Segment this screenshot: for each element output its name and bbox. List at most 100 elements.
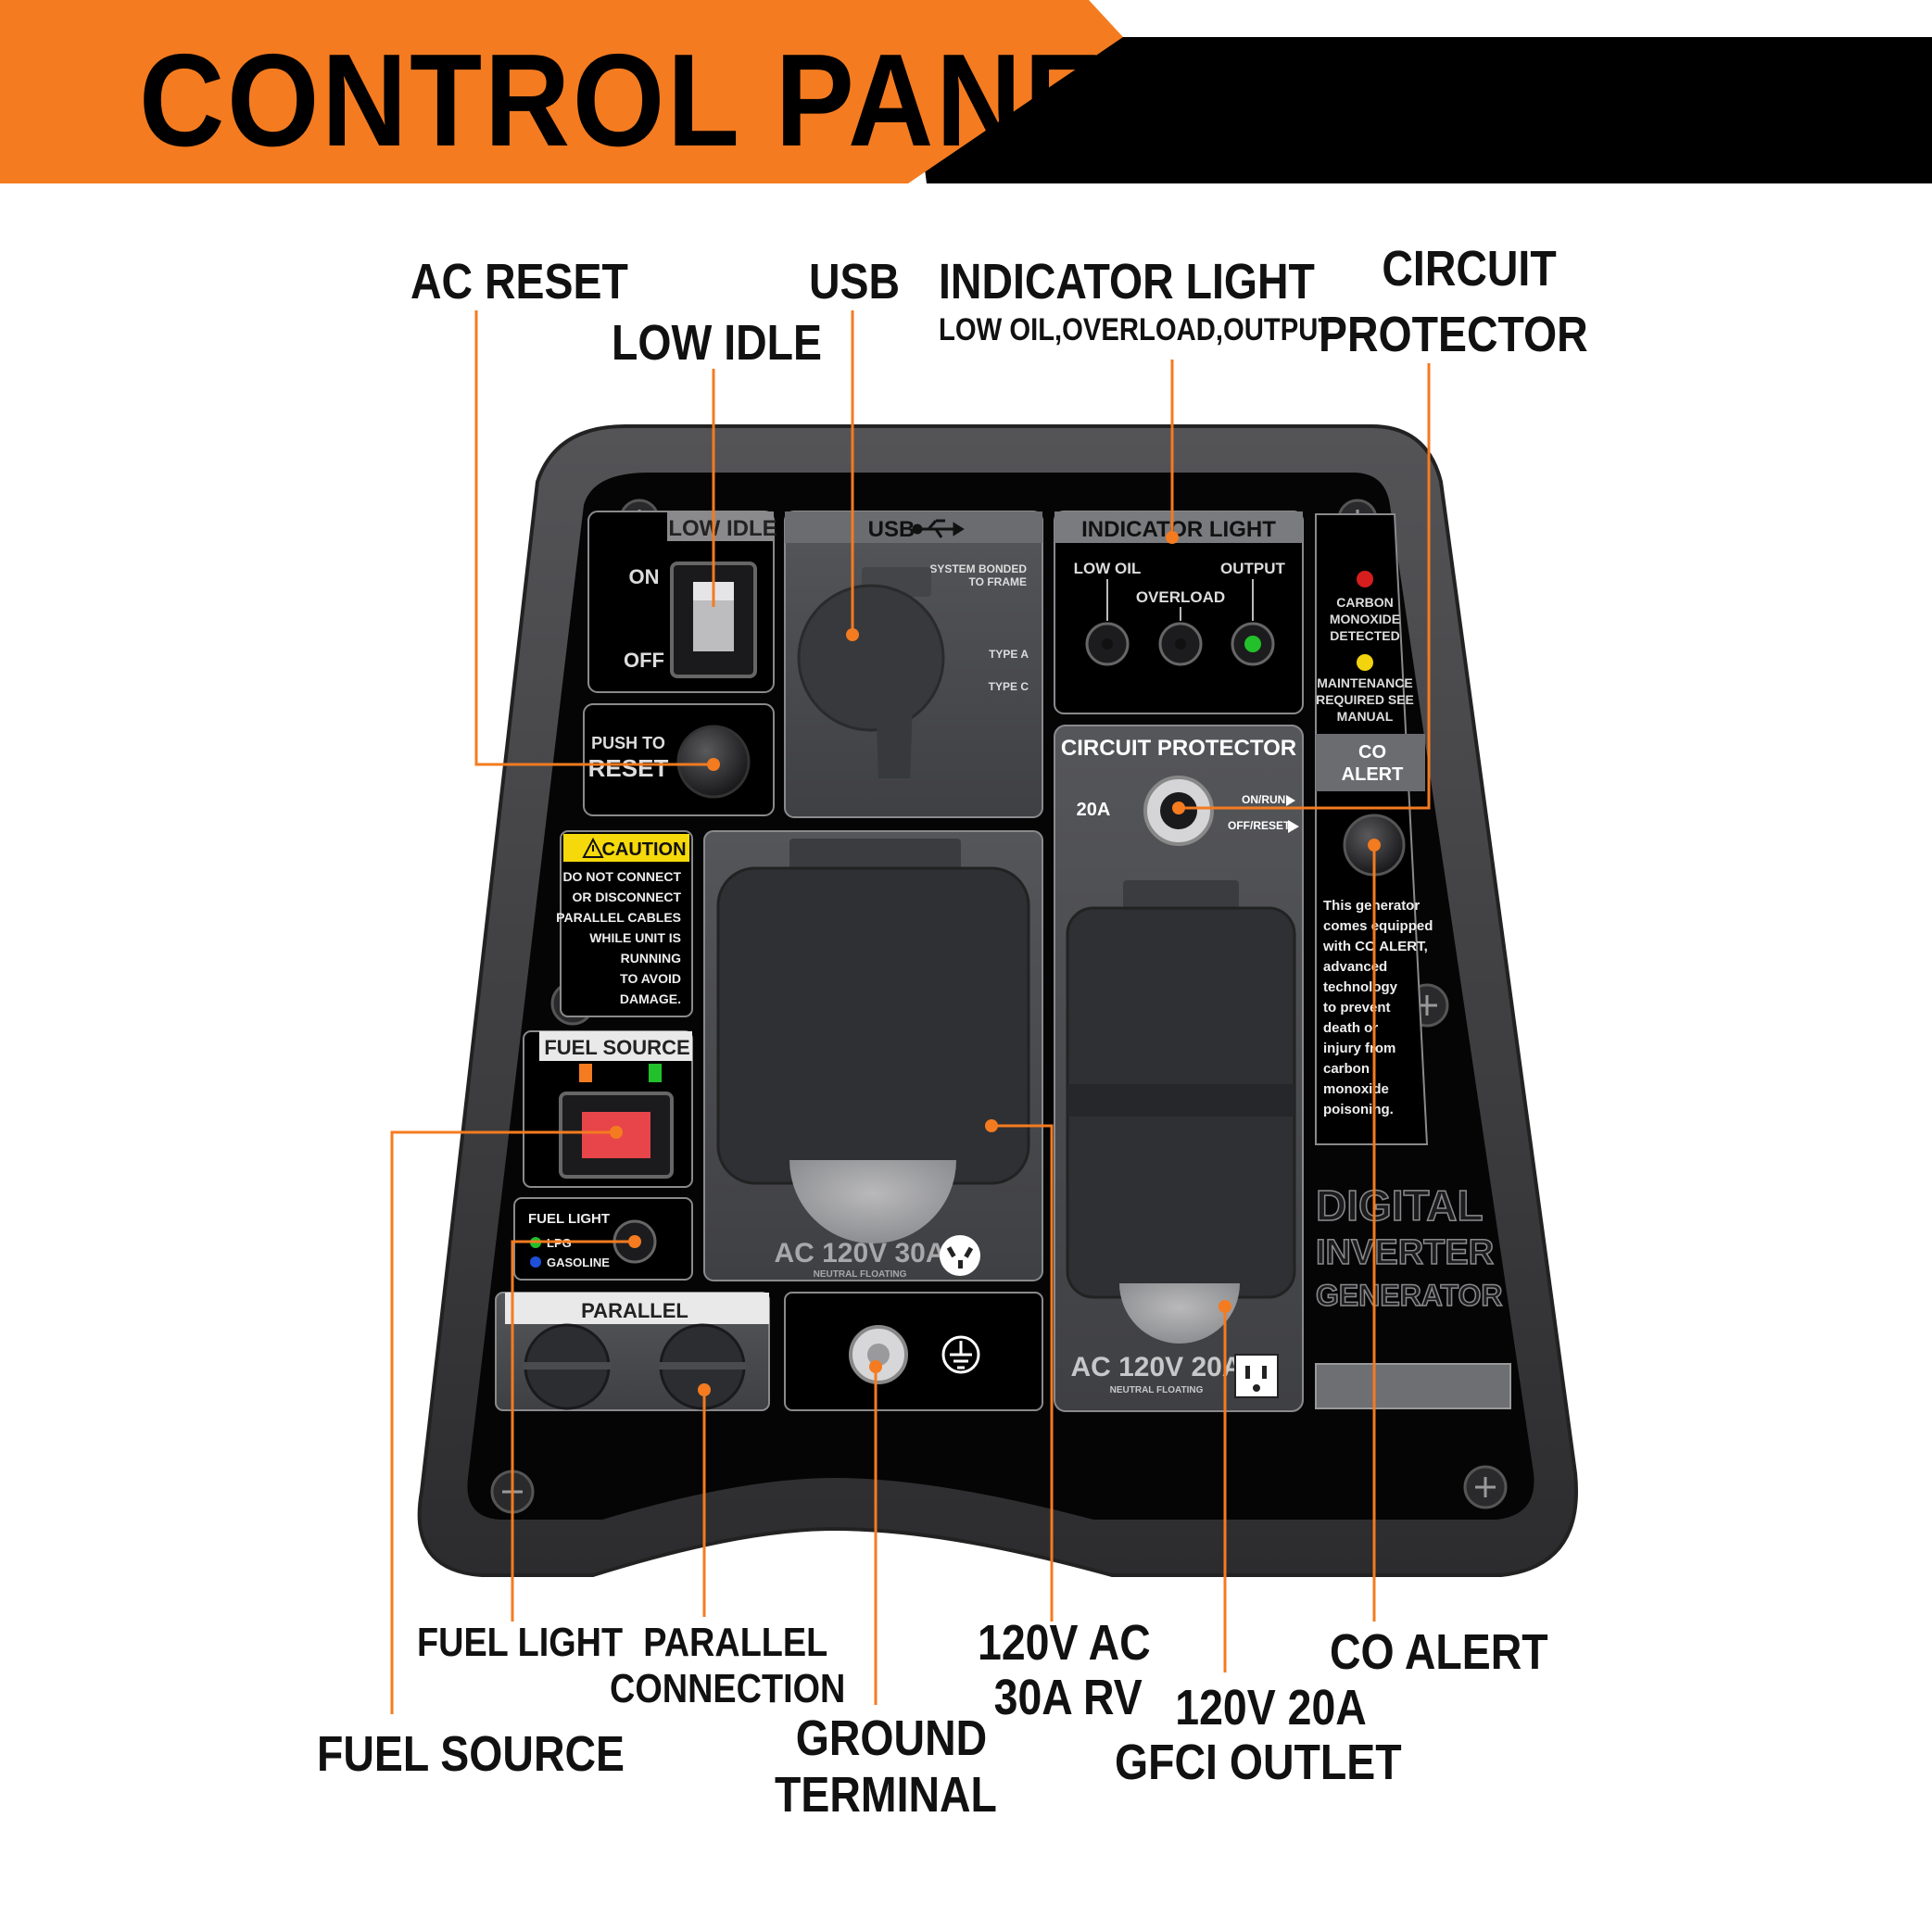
output-label: OUTPUT [1220,560,1286,577]
co-alert-module: CARBON MONOXIDE DETECTED MAINTENANCE REQ… [1315,513,1433,1145]
screw-icon-bottom-right [1463,1465,1508,1509]
usb-port-cover[interactable] [797,584,945,732]
svg-text:carbon: carbon [1323,1061,1370,1077]
callout-circuit-protector-line-2: PROTECTOR [1319,306,1588,362]
low-idle-title: LOW IDLE [668,516,777,541]
callout-gfci-line-2: GFCI OUTLET [1115,1734,1402,1790]
parallel-port-left[interactable] [524,1323,611,1410]
leader-dots [610,531,1381,1396]
svg-text:technology: technology [1323,979,1398,995]
ground-terminal-screw[interactable] [849,1325,908,1384]
caution-title: CAUTION [601,839,686,860]
callout-usb: USB [809,254,901,309]
rv-outlet-cover[interactable] [716,866,1030,1185]
page-title: CONTROL PANEL [139,27,1181,174]
co-label-2: ALERT [1342,764,1404,785]
fuel-light-title: FUEL LIGHT [528,1211,610,1227]
warning-icon [582,837,604,858]
nameplate [1315,1363,1511,1409]
callout-fuel-light: FUEL LIGHT [417,1620,624,1665]
callout-rv-line-2: 30A RV [993,1669,1143,1725]
callout-ground-terminal: GROUND TERMINAL [775,1712,997,1821]
overload-label: OVERLOAD [1136,588,1225,606]
ac30-label: AC 120V 30A [774,1238,945,1268]
svg-text:comes equipped: comes equipped [1323,918,1433,934]
usb-title: USB [868,517,915,542]
gasoline-label: GASOLINE [547,1256,610,1269]
inverter-text: INVERTER [1316,1233,1494,1272]
callout-parallel-connection: PARALLEL CONNECTION [610,1620,846,1712]
svg-text:OR DISCONNECT: OR DISCONNECT [573,890,682,904]
usb-module: USB SYSTEM BONDED TO FRAME TYPE A TYPE C [784,511,1043,818]
type-a-label: TYPE A [989,648,1029,661]
ground-terminal-module [784,1292,1043,1411]
outlet-icon [1234,1354,1279,1398]
maint-label-1: MAINTENANCE [1317,675,1412,690]
fuel-source-title: FUEL SOURCE [544,1036,689,1059]
caution-text: DO NOT CONNECT OR DISCONNECT PARALLEL CA… [556,869,681,1006]
parallel-module: PARALLEL [495,1292,770,1411]
circuit-title: CIRCUIT PROTECTOR [1061,736,1296,761]
callout-rv-outlet: 120V AC 30A RV [978,1617,1151,1723]
system-bonded-label-2: TO FRAME [969,575,1027,588]
leader-rv [991,1124,1054,1622]
parallel-title: PARALLEL [581,1299,688,1322]
ac-reset-module: PUSH TO RESET [583,703,775,816]
caution-panel: CAUTION DO NOT CONNECT OR DISCONNECT PAR… [556,830,693,1017]
ac30-sub-label: NEUTRAL FLOATING [814,1269,907,1280]
ac20-sub-label: NEUTRAL FLOATING [1110,1385,1204,1395]
svg-text:poisoning.: poisoning. [1323,1102,1394,1117]
callout-low-idle: LOW IDLE [612,315,823,371]
svg-text:TO AVOID: TO AVOID [620,971,681,986]
leader-circuit [1179,363,1431,810]
rv-outlet-icon [940,1235,980,1276]
svg-text:death or: death or [1323,1020,1378,1036]
callout-ground-line-2: TERMINAL [775,1766,997,1823]
generator-text: GENERATOR [1316,1279,1503,1312]
callout-parallel-line-1: PARALLEL [643,1620,828,1665]
svg-text:PARALLEL CABLES: PARALLEL CABLES [556,910,681,925]
usb-icon [912,519,965,538]
indicator-light-module: INDICATOR LIGHT LOW OIL OVERLOAD OUTPUT [1054,511,1304,714]
low-idle-module: LOW IDLE ON OFF [587,511,777,693]
low-oil-label: LOW OIL [1074,560,1142,577]
carbon-label-2: MONOXIDE [1330,612,1400,626]
ground-symbol-icon [941,1335,980,1374]
maint-label-2: REQUIRED SEE [1316,692,1414,707]
brand-text: DIGITAL INVERTER GENERATOR [1315,1180,1511,1409]
svg-text:advanced: advanced [1323,959,1387,975]
fuel-light-module: FUEL LIGHT LPG GASOLINE [513,1197,693,1281]
callout-ground-line-1: GROUND [795,1710,988,1766]
low-idle-on-label: ON [629,565,660,588]
callout-co-alert: CO ALERT [1330,1624,1548,1680]
callout-parallel-line-2: CONNECTION [610,1666,846,1712]
svg-text:RUNNING: RUNNING [621,951,681,966]
digital-text: DIGITAL [1316,1181,1484,1230]
off-reset-label: OFF/RESET [1228,819,1291,832]
svg-text:DO NOT CONNECT: DO NOT CONNECT [562,869,681,884]
type-c-label: TYPE C [989,680,1029,693]
svg-text:to prevent: to prevent [1323,1000,1391,1016]
header-black-strip [908,37,1932,183]
amps-20a-label: 20A [1077,800,1111,820]
co-detected-led [1357,571,1373,587]
callout-circuit-protector-line-1: CIRCUIT [1382,241,1557,297]
carbon-label-3: DETECTED [1330,628,1399,643]
callout-circuit-protector: CIRCUIT PROTECTOR [1319,243,1588,360]
callout-ac-reset: AC RESET [410,254,628,309]
system-bonded-label-1: SYSTEM BONDED [929,562,1027,575]
parallel-port-right[interactable] [659,1323,746,1410]
svg-text:injury from: injury from [1323,1041,1395,1056]
reset-label: RESET [588,754,669,782]
generator-panel: LOW IDLE ON OFF PUSH TO RESET USB [417,424,1578,1577]
co-label-1: CO [1358,742,1386,763]
leader-ac-reset [474,310,713,766]
fuel-source-module: FUEL SOURCE [523,1030,693,1188]
callout-fuel-source: FUEL SOURCE [317,1726,625,1782]
leader-lines [390,310,1431,1714]
svg-text:WHILE UNIT IS: WHILE UNIT IS [589,930,681,945]
carbon-label-1: CARBON [1336,595,1393,610]
header-orange-tab [0,0,1123,183]
callout-indicator-light-sub: LOW OIL,OVERLOAD,OUTPUT [939,311,1335,347]
